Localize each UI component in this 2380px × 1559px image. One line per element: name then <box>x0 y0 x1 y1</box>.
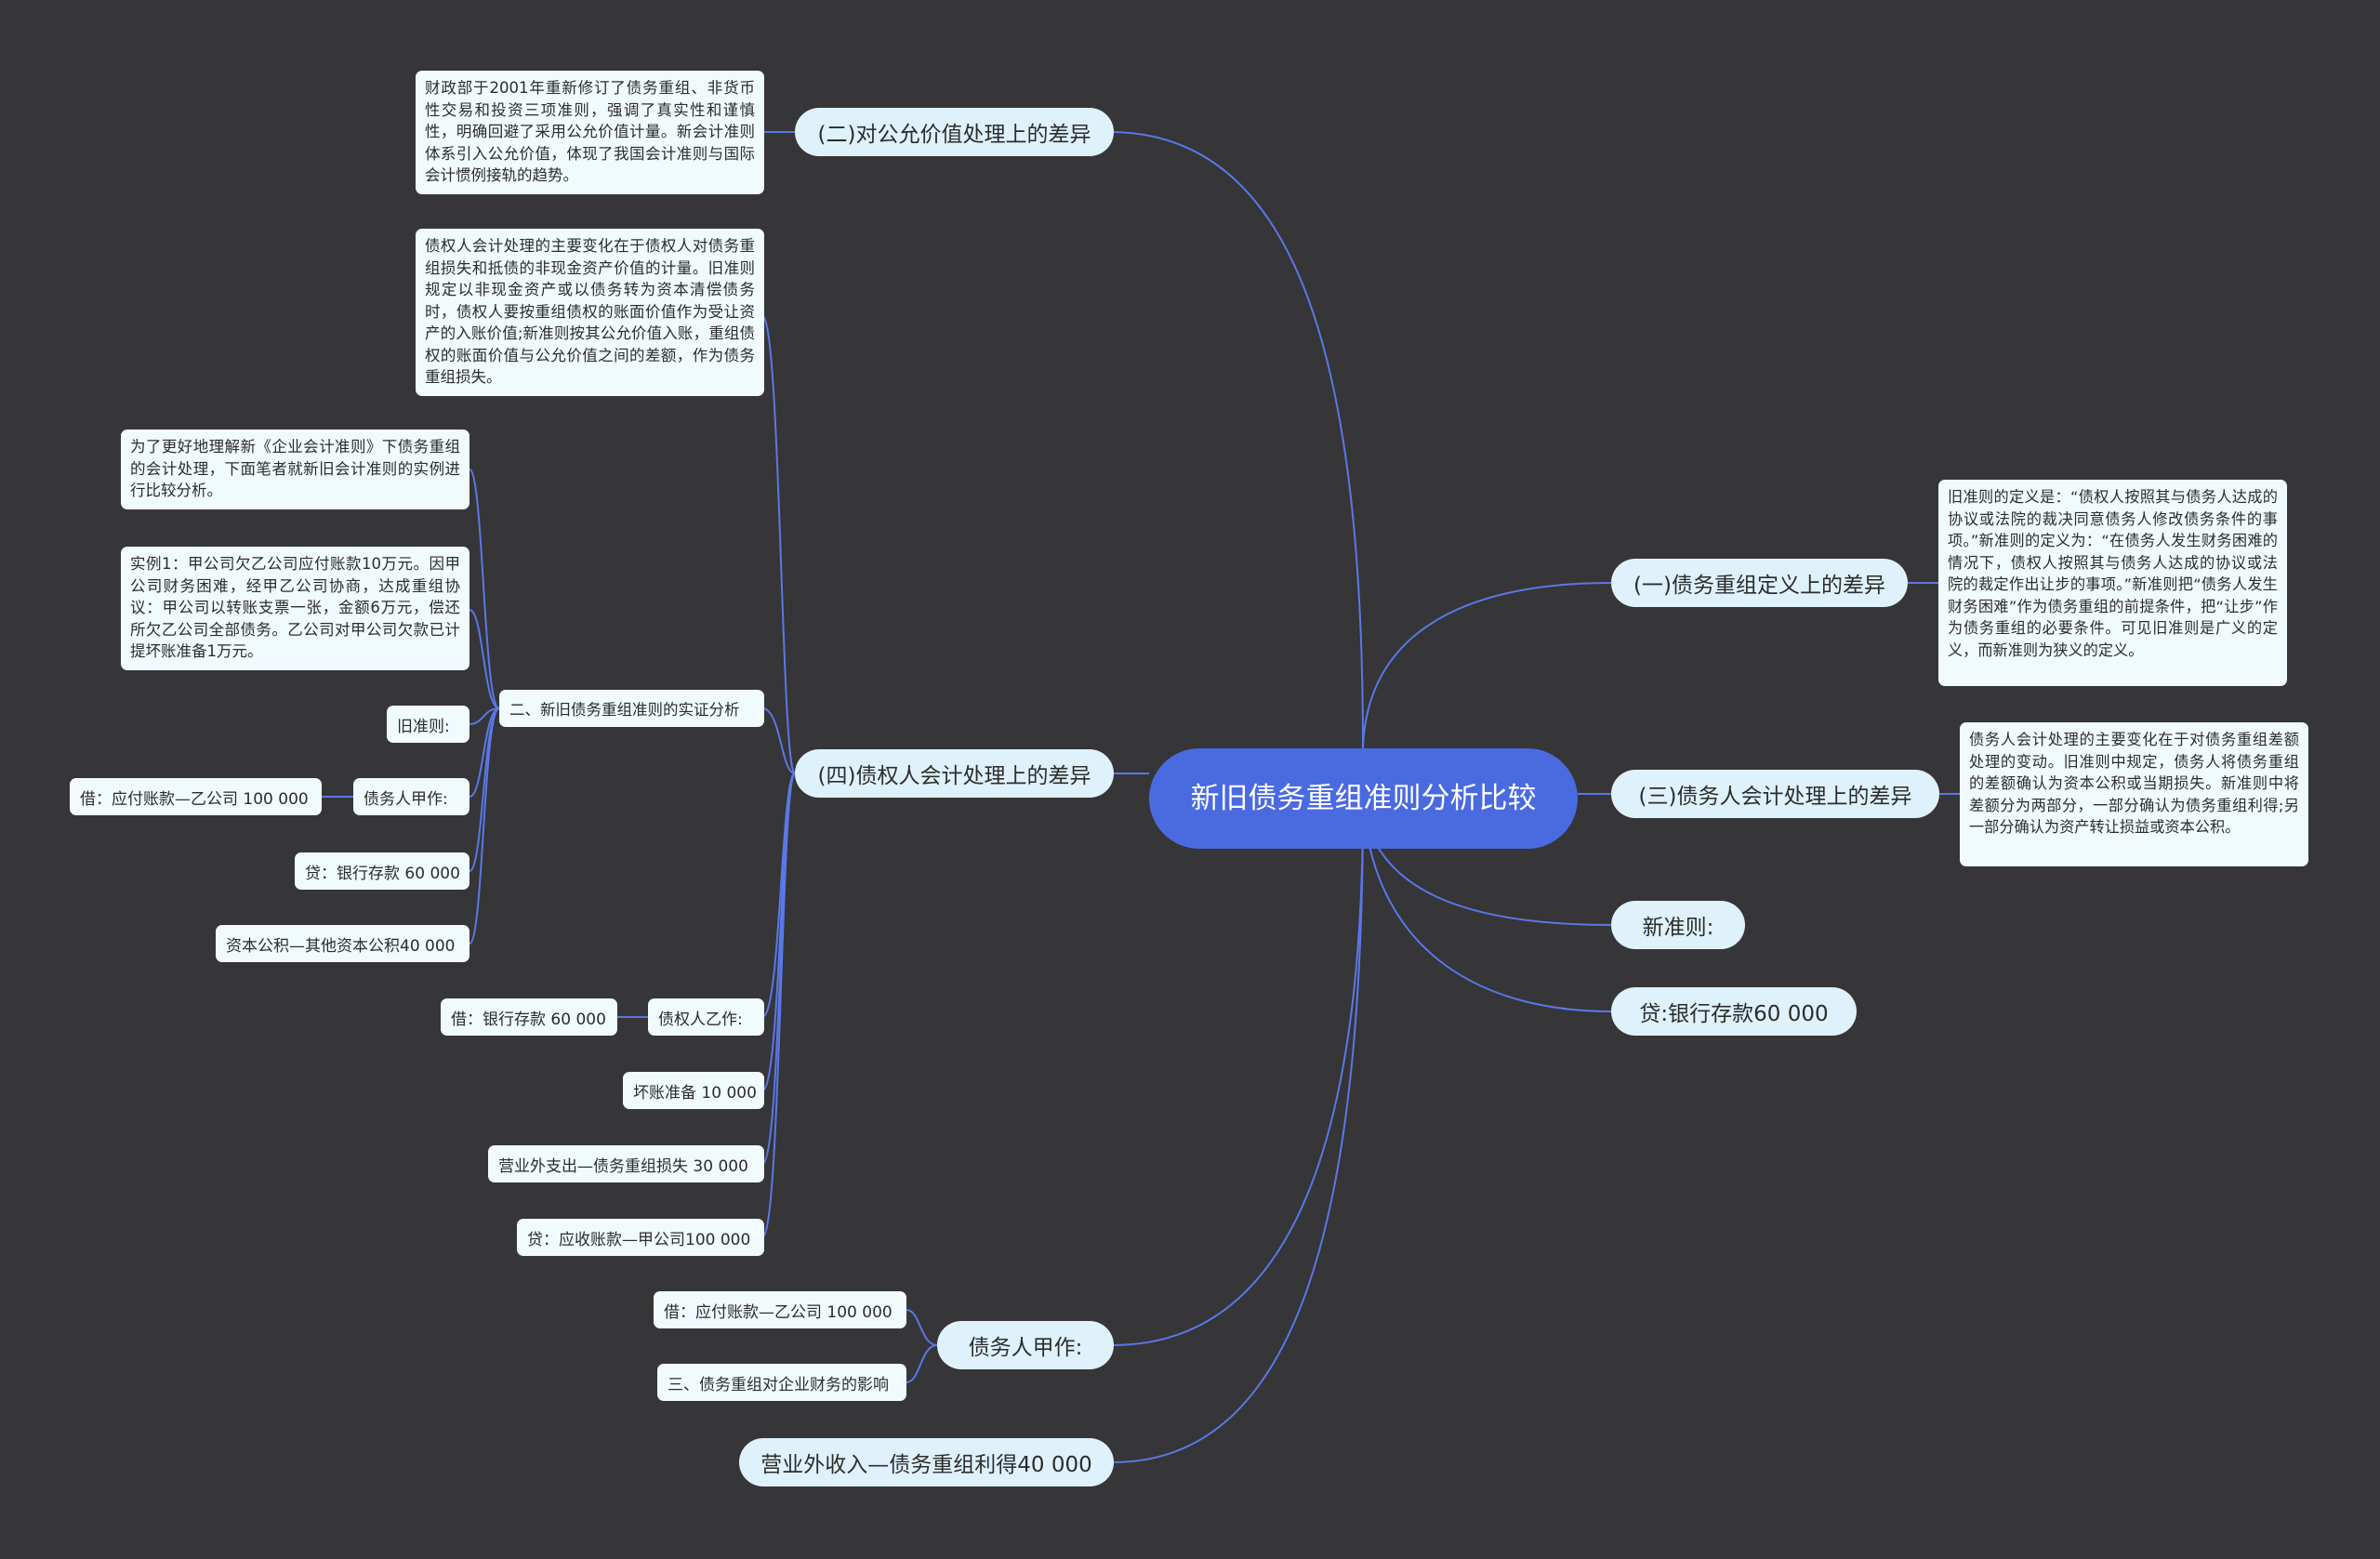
link-root-debtor <box>1112 803 1364 1346</box>
link-debtorA-ap <box>906 1309 938 1346</box>
branch-debtor-a-entry[interactable]: 债务人甲作: <box>937 1321 1114 1369</box>
link-b4-ar <box>761 773 796 1238</box>
branch-restructuring-gain[interactable]: 营业外收入—债务重组利得40 000 <box>739 1438 1114 1486</box>
link-s2-capital <box>469 707 500 945</box>
note-fair-value[interactable]: 财政部于2001年重新修订了债务重组、非货币性交易和投资三项准则，强调了真实性和… <box>416 71 764 194</box>
entry-debit-accounts-payable[interactable]: 借：应付账款—乙公司 100 000 <box>70 778 322 815</box>
section-financial-impact[interactable]: 三、债务重组对企业财务的影响 <box>657 1364 906 1401</box>
note-analysis-intro[interactable]: 为了更好地理解新《企业会计准则》下债务重组的会计处理，下面笔者就新旧会计准则的实… <box>121 429 469 509</box>
link-s2-intro <box>469 469 500 709</box>
entry-credit-bank-deposit[interactable]: 贷：银行存款 60 000 <box>295 852 469 890</box>
entry-bad-debt-provision[interactable]: 坏账准备 10 000 <box>623 1072 764 1109</box>
branch-creditor-accounting-diff[interactable]: (四)债权人会计处理上的差异 <box>795 749 1114 798</box>
label-old-rule[interactable]: 旧准则: <box>387 706 469 743</box>
entry-restructuring-loss[interactable]: 营业外支出—债务重组损失 30 000 <box>488 1145 764 1182</box>
branch-fair-value-diff[interactable]: (二)对公允价值处理上的差异 <box>795 108 1114 156</box>
note-debtor-accounting[interactable]: 债务人会计处理的主要变化在于对债务重组差额处理的变动。旧准则中规定，债务人将债务… <box>1960 722 2308 866</box>
link-s2-debtor <box>469 707 500 798</box>
branch-credit-bank-deposit[interactable]: 贷:银行存款60 000 <box>1611 987 1857 1036</box>
label-creditor-entry[interactable]: 债权人乙作: <box>648 998 764 1036</box>
link-debtorA-impact <box>906 1344 938 1383</box>
note-definition[interactable]: 旧准则的定义是：“债权人按照其与债务人达成的协议或法院的裁决同意债务人修改债务条… <box>1938 480 2287 686</box>
entry-debit-accounts-payable-2[interactable]: 借：应付账款—乙公司 100 000 <box>654 1291 906 1328</box>
link-b4-creditor <box>761 773 796 1018</box>
entry-capital-reserve[interactable]: 资本公积—其他资本公积40 000 <box>216 925 469 962</box>
label-debtor-entry[interactable]: 债务人甲作: <box>353 778 469 815</box>
note-creditor-accounting[interactable]: 债权人会计处理的主要变化在于债权人对债务重组损失和抵债的非现金资产价值的计量。旧… <box>416 229 764 396</box>
link-s2-case <box>469 609 500 709</box>
link-root-b2 <box>1112 131 1364 749</box>
section-empirical-analysis[interactable]: 二、新旧债务重组准则的实证分析 <box>499 690 764 727</box>
link-root-b1 <box>1362 582 1612 749</box>
link-root-gain <box>1112 803 1364 1463</box>
link-root-credit <box>1362 803 1612 1012</box>
branch-debtor-accounting-diff[interactable]: (三)债务人会计处理上的差异 <box>1611 770 1939 818</box>
note-case-1[interactable]: 实例1：甲公司欠乙公司应付账款10万元。因甲公司财务困难，经甲乙公司协商，达成重… <box>121 547 469 670</box>
branch-new-rule[interactable]: 新准则: <box>1611 901 1745 949</box>
branch-definition-diff[interactable]: (一)债务重组定义上的差异 <box>1611 559 1908 607</box>
entry-credit-accounts-receivable[interactable]: 贷：应收账款—甲公司100 000 <box>517 1219 764 1256</box>
link-s2-credit <box>469 707 500 872</box>
root-topic[interactable]: 新旧债务重组准则分析比较 <box>1149 748 1578 849</box>
entry-debit-bank-deposit[interactable]: 借：银行存款 60 000 <box>441 998 617 1036</box>
link-b4-s2 <box>761 707 796 774</box>
link-b4-note <box>761 315 796 774</box>
